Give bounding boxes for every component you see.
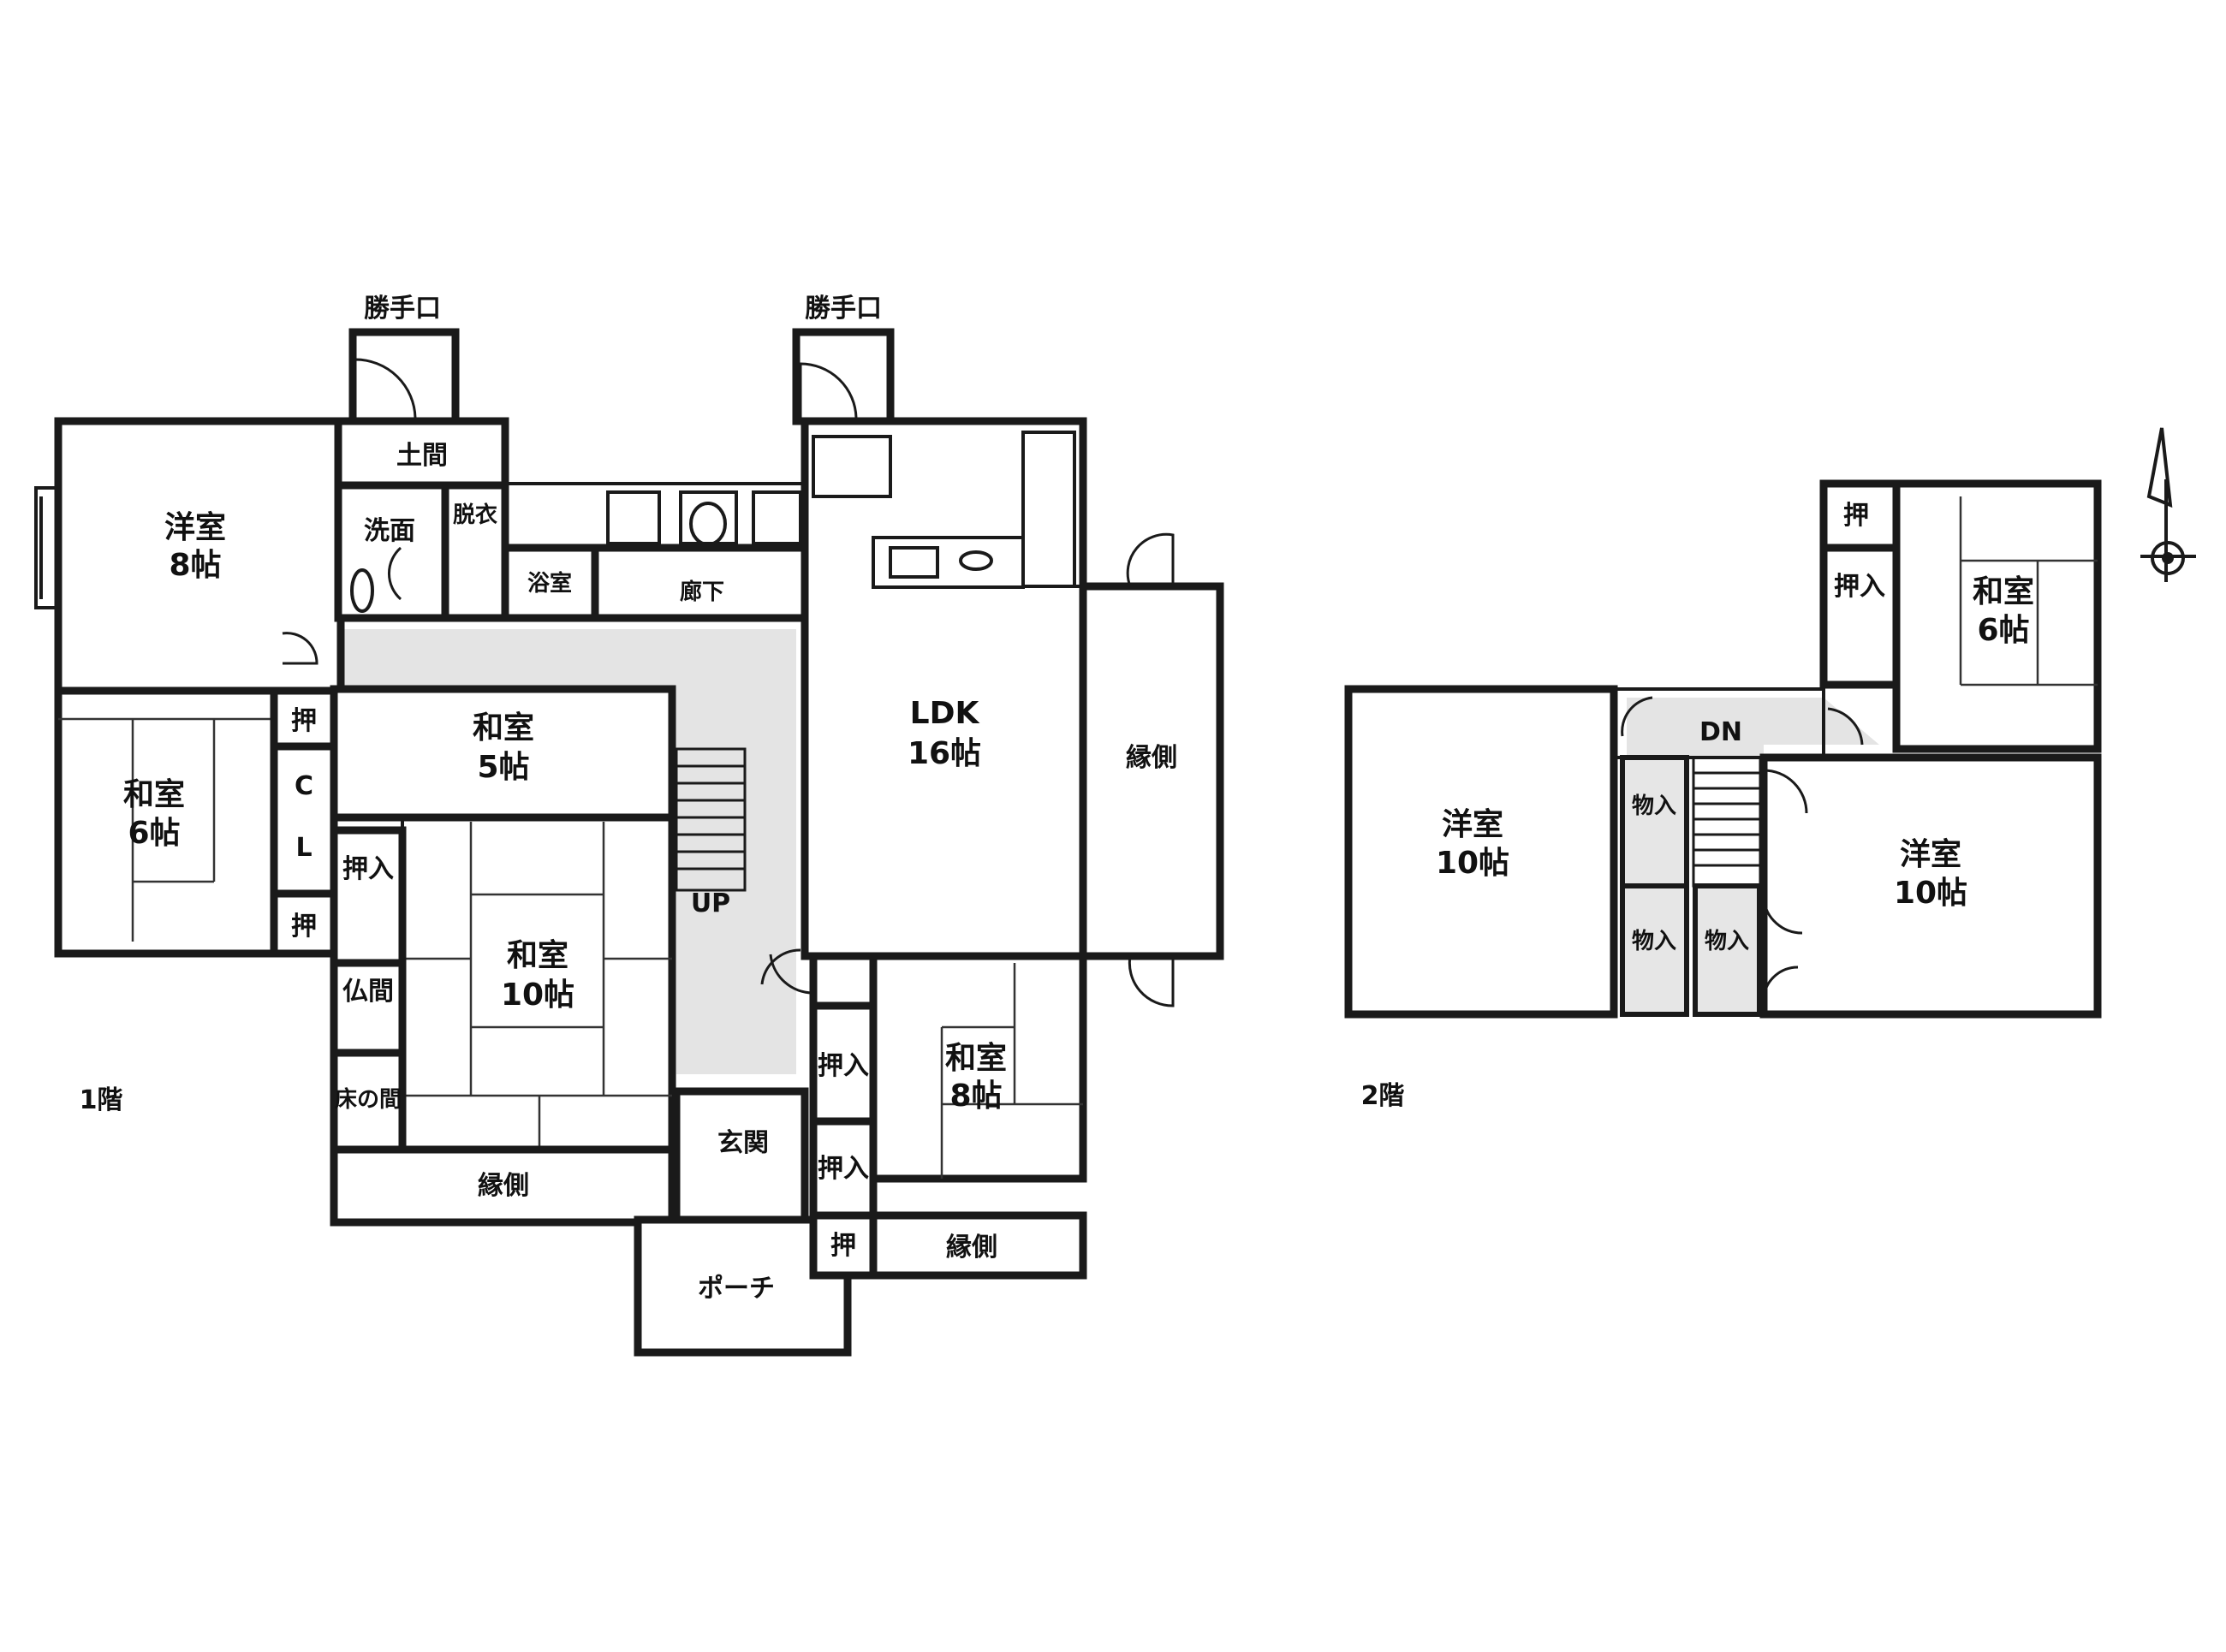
- label-yokushitsu: 浴室: [527, 570, 572, 597]
- room-youshitsu-10-west: [1344, 685, 1618, 1019]
- label-washitsu-10-size: 10帖: [501, 978, 574, 1013]
- label-washitsu-6-2f: 和室: [1973, 574, 2034, 609]
- label-oshi-bottom: 押: [291, 912, 317, 942]
- label-oshiire-2f: 押入: [1834, 572, 1885, 602]
- label-washitsu-8e: 和室: [945, 1041, 1007, 1076]
- floor-1: 洋室 8帖 和室 6帖 押 C L 押 和室 5帖 押入 仏間 床の間 和室 1…: [34, 294, 1224, 1357]
- label-washitsu-5-size: 5帖: [477, 750, 529, 785]
- label-youshitsu-10w: 洋室: [1442, 807, 1503, 842]
- label-washitsu-10: 和室: [507, 938, 568, 973]
- closet-oshi-bottom: [270, 889, 338, 958]
- room-youshitsu-8: [54, 417, 345, 695]
- label-oshi-top: 押: [291, 706, 317, 736]
- room-washitsu-5: [330, 685, 676, 822]
- closet-cl: [270, 742, 338, 898]
- room-washitsu-6-2f: [1892, 479, 2102, 753]
- staircase-2f: [1692, 756, 1762, 888]
- closet-mono-2: [1620, 883, 1689, 1017]
- label-porch: ポーチ: [698, 1274, 775, 1304]
- bay-window: [34, 486, 58, 609]
- label-tokonoma: 床の間: [335, 1086, 402, 1113]
- label-washitsu-6-2f-size: 6帖: [1977, 613, 2029, 648]
- floor-2: 押 押入 和室 6帖 DN 洋室 10帖 物入 物入 物入 洋室 10帖 2階: [1344, 479, 2102, 1111]
- label-oshiire-r1: 押入: [818, 1051, 869, 1081]
- floor-1-label: 1階: [80, 1085, 123, 1115]
- label-oshiire-left-1: 押入: [342, 854, 394, 884]
- label-rouka: 廊下: [680, 579, 724, 605]
- label-doma: 土間: [396, 441, 448, 471]
- label-up: UP: [691, 888, 730, 918]
- closet-oshiire-left: [330, 826, 407, 967]
- label-youshitsu-8: 洋室: [164, 510, 226, 545]
- room-engawa-southeast: [869, 1211, 1087, 1280]
- label-oshi-r3: 押: [830, 1231, 856, 1261]
- label-katteguchi-left: 勝手口: [364, 294, 441, 324]
- label-mono-3: 物入: [1705, 929, 1749, 954]
- label-genkan: 玄関: [717, 1128, 769, 1158]
- room-engawa-east: [1079, 582, 1224, 960]
- room-engawa-bottom: [330, 1145, 676, 1227]
- hallway-1f: [338, 629, 796, 1096]
- label-dansai: 脱衣: [453, 502, 497, 528]
- label-oshi-2f: 押: [1843, 501, 1869, 531]
- closet-oshiire-r1: [809, 1001, 878, 1126]
- floor-2-label: 2階: [1361, 1081, 1405, 1111]
- label-dn: DN: [1699, 717, 1742, 747]
- staircase-1f: [675, 747, 747, 892]
- label-washitsu-8e-size: 8帖: [949, 1079, 1002, 1114]
- label-youshitsu-10e-size: 10帖: [1894, 876, 1967, 911]
- hallway-2f: [1627, 698, 1879, 758]
- label-washitsu-5: 和室: [473, 710, 534, 746]
- room-katteguchi-left: [348, 328, 460, 425]
- label-engawa-southeast: 縁側: [946, 1233, 997, 1263]
- label-ldk: LDK: [910, 696, 980, 731]
- label-cl-c: C: [295, 771, 313, 801]
- label-katteguchi-right: 勝手口: [805, 294, 882, 324]
- label-butsuma: 仏間: [342, 977, 394, 1007]
- room-rouka-storage: [591, 544, 809, 622]
- label-mono-2: 物入: [1632, 929, 1676, 954]
- room-washitsu-8-east: [869, 952, 1087, 1183]
- room-ldk: [801, 417, 1087, 960]
- room-senmen: [334, 481, 449, 622]
- label-washitsu-6w-size: 6帖: [128, 816, 180, 851]
- label-washitsu-6w: 和室: [123, 777, 185, 812]
- label-youshitsu-10e: 洋室: [1900, 837, 1961, 872]
- room-washitsu-6-west: [54, 686, 278, 958]
- label-mono-1: 物入: [1632, 793, 1676, 819]
- room-dansai: [441, 481, 509, 622]
- closet-oshiire-2f: [1819, 544, 1901, 689]
- label-ldk-size: 16帖: [908, 736, 981, 771]
- label-sunroom: 縁側: [1126, 743, 1177, 773]
- closet-oshi-top: [270, 686, 338, 751]
- label-youshitsu-8-size: 8帖: [169, 548, 221, 583]
- label-cl-l: L: [295, 833, 312, 863]
- room-katteguchi-right: [792, 328, 895, 425]
- north-arrow-icon: [2140, 427, 2196, 582]
- room-youshitsu-10-east: [1759, 753, 2102, 1019]
- label-oshiire-r2: 押入: [818, 1154, 869, 1184]
- label-senmen: 洗面: [364, 516, 415, 546]
- room-doma: [334, 417, 509, 490]
- closet-mono-1: [1620, 755, 1689, 888]
- label-engawa-bottom: 縁側: [478, 1171, 529, 1201]
- label-youshitsu-10w-size: 10帖: [1436, 846, 1509, 881]
